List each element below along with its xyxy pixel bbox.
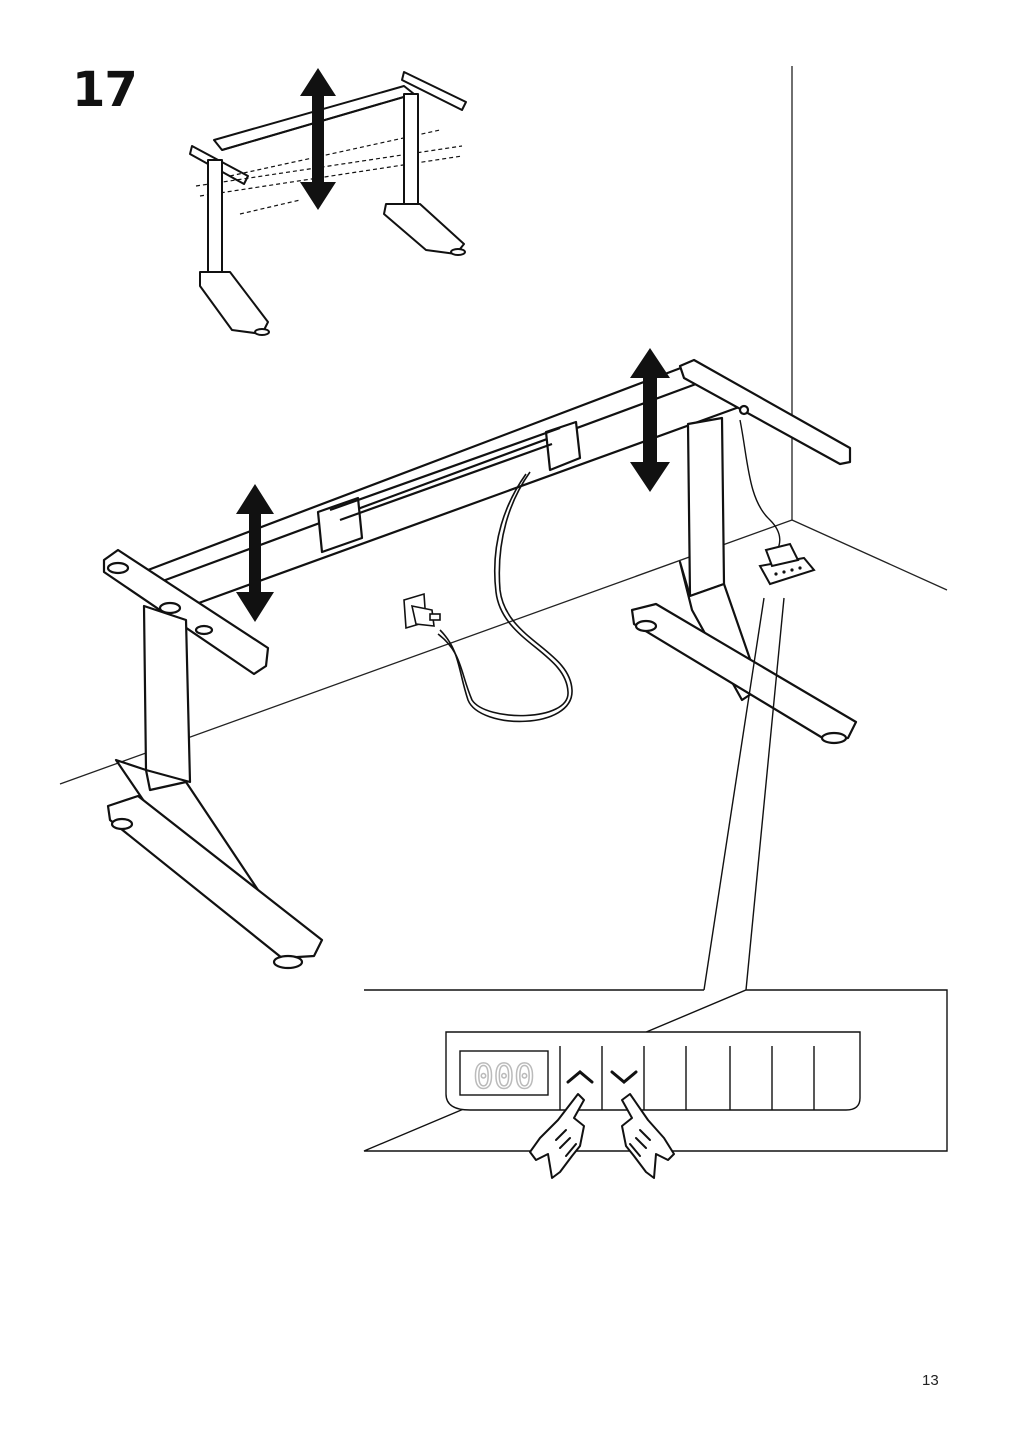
main-desk-frame xyxy=(102,358,858,970)
pressing-hand-icon xyxy=(621,1093,675,1179)
up-down-arrow-icon xyxy=(236,484,274,622)
control-panel xyxy=(445,1031,861,1111)
power-cable xyxy=(437,471,573,723)
page-number: 13 xyxy=(922,1372,939,1389)
up-chevron-icon xyxy=(566,1070,594,1084)
down-chevron-icon xyxy=(610,1070,638,1084)
up-down-arrow-icon xyxy=(300,68,336,210)
step-number: 17 xyxy=(72,62,138,118)
height-display: 000 xyxy=(473,1057,534,1097)
control-box xyxy=(758,542,816,586)
room-lines xyxy=(59,66,948,785)
control-cable xyxy=(739,419,781,553)
up-down-arrow-icon xyxy=(630,348,670,492)
callout-lines xyxy=(703,597,785,991)
overview-desk-frame xyxy=(189,71,467,336)
pressing-hand-icon xyxy=(529,1093,585,1179)
wall-socket xyxy=(403,592,441,630)
